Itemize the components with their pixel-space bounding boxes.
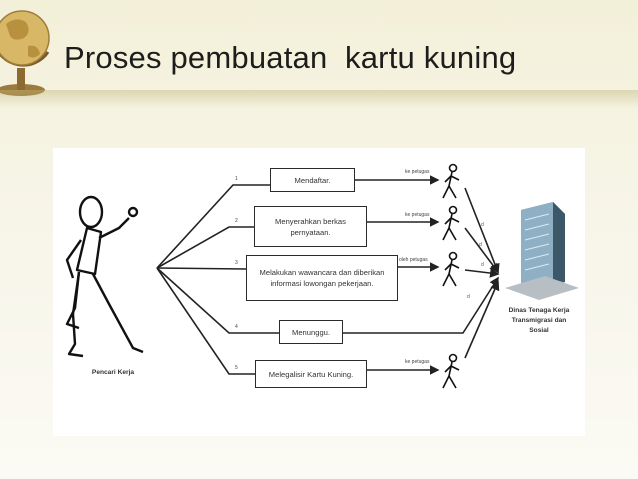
office-label: Dinas Tenaga Kerja Transmigrasi dan Sosi… xyxy=(508,307,570,334)
officer-figure-2 xyxy=(442,205,460,241)
step-number: 1 xyxy=(235,176,238,182)
step-box-interview: Melakukan wawancara dan diberikan inform… xyxy=(246,255,398,301)
officer-figure-3 xyxy=(442,251,460,287)
flow-label: ke petugas xyxy=(405,212,430,218)
office-arrow-3 xyxy=(464,268,500,278)
step-box-legalize-card: Melegalisir Kartu Kuning. xyxy=(255,360,367,388)
step-box-wait: Menunggu. xyxy=(279,320,343,344)
flow-mark: d xyxy=(481,222,484,228)
slide-title: Proses pembuatan kartu kuning xyxy=(64,40,517,75)
flow-label: ke petugas xyxy=(405,169,430,175)
connector-1 xyxy=(156,184,270,269)
office-arrow-4 xyxy=(343,276,499,334)
job-seeker-figure xyxy=(65,195,144,358)
step-box-register: Mendaftar. xyxy=(270,168,355,192)
step-number: 2 xyxy=(235,218,238,224)
connector-2 xyxy=(156,226,254,269)
connector-5 xyxy=(156,267,255,375)
flow-mark: d xyxy=(481,262,484,268)
flow-mark: d xyxy=(479,242,482,248)
title-divider xyxy=(0,90,638,108)
globe-icon xyxy=(0,10,50,96)
officer-figure-5 xyxy=(442,353,460,389)
connector-4 xyxy=(156,267,279,334)
actor-label: Pencari Kerja xyxy=(91,369,135,376)
process-diagram: d d d d 1 2 3 4 5 Mendaftar. Menyerahkan… xyxy=(53,148,585,436)
office-arrow-5 xyxy=(464,280,500,359)
step-number: 4 xyxy=(235,324,238,330)
step-number: 3 xyxy=(235,260,238,266)
office-building-icon xyxy=(505,202,579,300)
office-arrow-2 xyxy=(464,227,499,274)
step-number: 5 xyxy=(235,365,238,371)
office-arrow-1 xyxy=(464,187,500,274)
flow-label: ke petugas xyxy=(405,359,430,365)
connector-lines: d d d d xyxy=(65,163,579,389)
officer-figure-1 xyxy=(442,163,460,199)
flow-label: oleh petugas xyxy=(399,257,428,263)
connector-3 xyxy=(156,267,247,270)
step-box-submit-documents: Menyerahkan berkas pernyataan. xyxy=(254,206,367,247)
flow-mark: d xyxy=(467,294,470,300)
